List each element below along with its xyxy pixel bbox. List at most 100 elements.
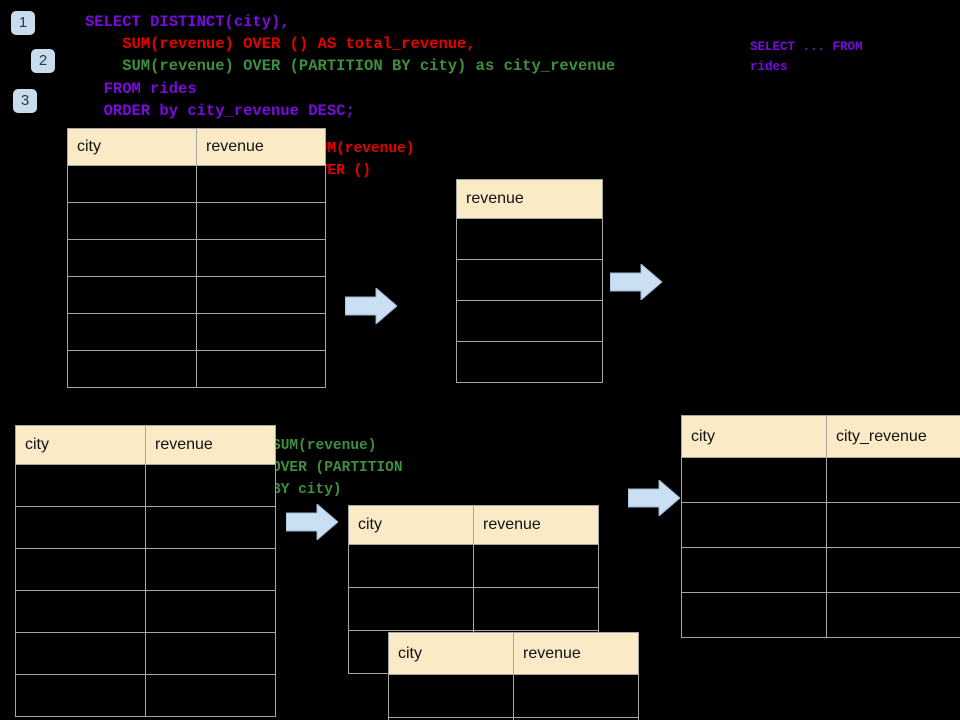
cell-revenue xyxy=(513,674,639,718)
cell-revenue xyxy=(145,590,276,633)
cell-revenue xyxy=(145,506,276,549)
cell-city-revenue xyxy=(826,502,960,548)
cell-revenue xyxy=(513,717,639,720)
cell-revenue xyxy=(196,313,326,351)
table-total-revenue: revenue xyxy=(456,179,603,383)
cell-city xyxy=(15,506,146,549)
table-row xyxy=(15,632,276,675)
column-header-city: city xyxy=(681,415,827,458)
arrow-total-to-result-icon xyxy=(610,264,662,300)
cell-city xyxy=(67,165,197,203)
table-row xyxy=(681,457,960,503)
cell-city-revenue xyxy=(826,592,960,638)
cell-revenue xyxy=(473,544,599,588)
table-row xyxy=(67,313,326,351)
table-source-top: city revenue xyxy=(67,128,326,388)
column-header-revenue: revenue xyxy=(145,425,276,465)
cell-revenue xyxy=(196,239,326,277)
table-row xyxy=(681,502,960,548)
annotation-sum-over-partition-line2: OVER (PARTITION xyxy=(272,460,403,476)
table-header-row: revenue xyxy=(456,179,603,219)
table-header-row: city revenue xyxy=(15,425,276,465)
table-row xyxy=(15,464,276,507)
table-row xyxy=(67,276,326,314)
annotation-sum-over-partition-line1: SUM(revenue) xyxy=(272,438,377,454)
cell-revenue xyxy=(196,202,326,240)
cell-revenue xyxy=(145,464,276,507)
sql-line-sum-over-empty: SUM(revenue) OVER () AS total_revenue, xyxy=(85,35,476,53)
cell-revenue xyxy=(145,674,276,717)
table-partition-back: city revenue xyxy=(348,505,599,674)
step-badge-3[interactable]: 3 xyxy=(13,89,37,113)
cell-city-revenue xyxy=(826,457,960,503)
arrow-partition-to-result-icon xyxy=(628,480,680,516)
annotation-sum-over-empty-line1: SUM(revenue) xyxy=(310,141,415,157)
cell-city xyxy=(67,313,197,351)
step-badge-2[interactable]: 2 xyxy=(31,49,55,73)
table-row xyxy=(15,674,276,717)
sql-line-order-by: ORDER by city_revenue DESC; xyxy=(85,102,355,120)
column-header-revenue: revenue xyxy=(196,128,326,166)
column-header-city: city xyxy=(388,632,514,675)
sql-line-from: FROM rides xyxy=(85,80,197,98)
cell-city xyxy=(15,674,146,717)
cell-revenue xyxy=(196,350,326,388)
sql-line-select: SELECT DISTINCT(city), xyxy=(85,13,290,31)
cell-city xyxy=(67,276,197,314)
table-row xyxy=(15,590,276,633)
table-row xyxy=(15,548,276,591)
table-header-row: city revenue xyxy=(67,128,326,166)
table-source-bottom: city revenue xyxy=(15,425,276,717)
table-row xyxy=(348,587,599,631)
column-header-city: city xyxy=(15,425,146,465)
table-row xyxy=(456,259,603,301)
column-header-revenue: revenue xyxy=(473,505,599,545)
table-row xyxy=(456,341,603,383)
table-row xyxy=(456,218,603,260)
table-row xyxy=(67,165,326,203)
table-row xyxy=(456,300,603,342)
cell-city xyxy=(15,632,146,675)
table-row xyxy=(348,544,599,588)
table-row xyxy=(67,202,326,240)
cell-city xyxy=(348,544,474,588)
table-row xyxy=(15,506,276,549)
cell-revenue xyxy=(145,632,276,675)
cell-revenue xyxy=(473,587,599,631)
cell-city xyxy=(348,587,474,631)
column-header-revenue: revenue xyxy=(513,632,639,675)
table-row xyxy=(681,547,960,593)
annotation-sum-over-partition-line3: BY city) xyxy=(272,482,342,498)
side-note-select-from: SELECT ... FROM xyxy=(750,40,863,54)
column-header-city: city xyxy=(348,505,474,545)
table-header-row: city revenue xyxy=(348,505,599,545)
table-row xyxy=(67,239,326,277)
table-row xyxy=(388,674,639,718)
cell-revenue xyxy=(145,548,276,591)
table-row xyxy=(681,592,960,638)
cell-city xyxy=(67,202,197,240)
cell-revenue xyxy=(456,300,603,342)
table-header-row: city city_revenue xyxy=(681,415,960,458)
arrow-source-to-total-icon xyxy=(345,288,397,324)
cell-revenue xyxy=(196,165,326,203)
side-note-rides: rides xyxy=(750,60,788,74)
cell-revenue xyxy=(456,218,603,260)
table-header-row: city revenue xyxy=(388,632,639,675)
table-row xyxy=(388,717,639,720)
cell-city xyxy=(681,547,827,593)
table-partition-front: city revenue xyxy=(388,632,639,720)
cell-city xyxy=(67,350,197,388)
cell-city-revenue xyxy=(826,547,960,593)
cell-city xyxy=(67,239,197,277)
cell-revenue xyxy=(456,341,603,383)
cell-city xyxy=(15,464,146,507)
cell-city xyxy=(681,457,827,503)
sql-line-sum-over-partition: SUM(revenue) OVER (PARTITION BY city) as… xyxy=(85,57,616,75)
step-badge-1[interactable]: 1 xyxy=(11,11,35,35)
cell-city xyxy=(681,502,827,548)
cell-city xyxy=(681,592,827,638)
table-result: city city_revenue xyxy=(681,415,960,638)
column-header-city: city xyxy=(67,128,197,166)
